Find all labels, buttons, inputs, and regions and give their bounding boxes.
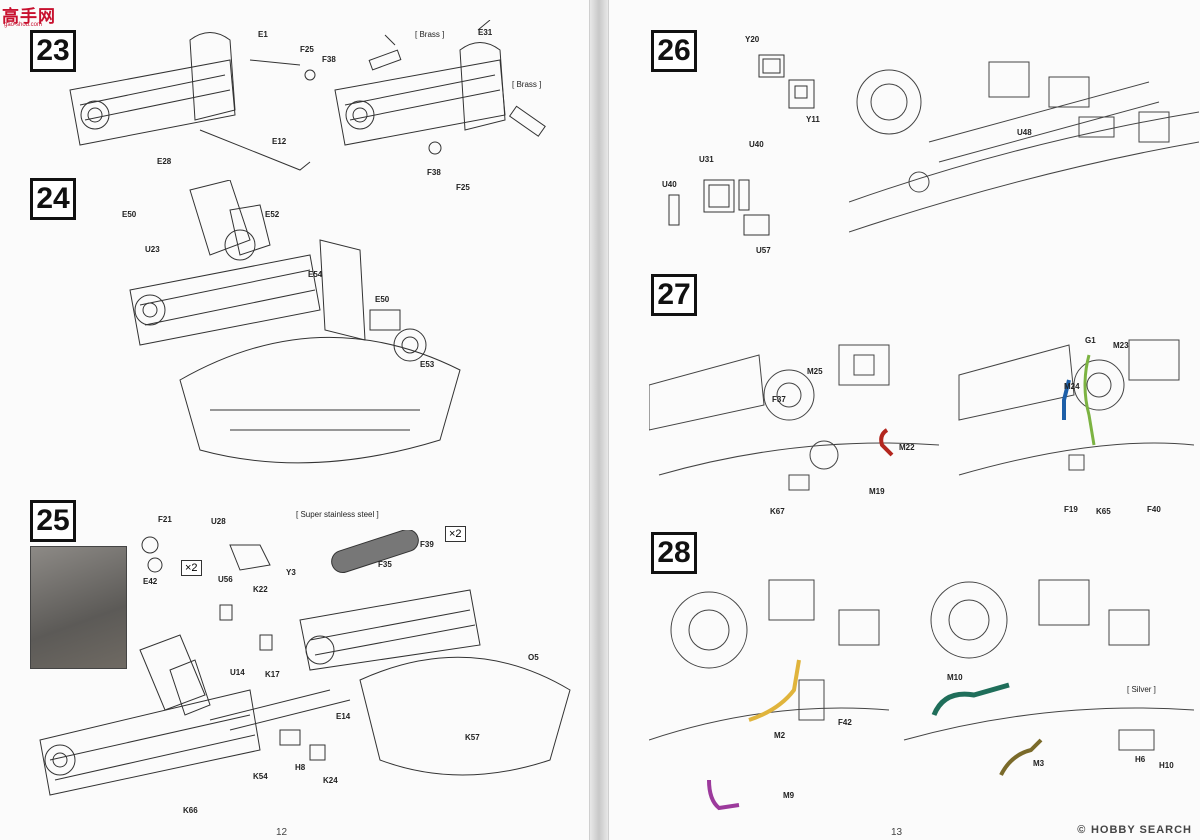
part-label-s27-g1: G1	[1085, 336, 1096, 345]
part-label-s25-f21: F21	[158, 515, 172, 524]
part-label-s25-k54: K54	[253, 772, 268, 781]
part-label-s27-m25: M25	[807, 367, 823, 376]
step-27-drawing	[649, 339, 1194, 491]
part-label-s24-e50a: E50	[122, 210, 137, 219]
part-label-s25-k17: K17	[265, 670, 280, 679]
part-M24-highlight	[1062, 379, 1071, 420]
step-28-number: 28	[651, 532, 697, 574]
part-label-s25-e42: E42	[143, 577, 158, 586]
part-label-s28-m9: M9	[783, 791, 795, 800]
page-right: 26 Y20 Y11 U48 U31 U40 U40 U57 27	[608, 0, 1200, 840]
part-label-s25-f39: F39	[420, 540, 434, 549]
part-label-s25-k22: K22	[253, 585, 268, 594]
part-label-s23-brass1: [ Brass ]	[415, 30, 445, 39]
part-label-s28-m2: M2	[774, 731, 786, 740]
part-label-s25-x2b: ×2	[181, 560, 202, 576]
part-label-s26-u57: U57	[756, 246, 771, 255]
part-M9-highlight	[707, 779, 740, 811]
part-label-s27-m19: M19	[869, 487, 885, 496]
part-label-s25-k57: K57	[465, 733, 480, 742]
part-label-s26-u48: U48	[1017, 128, 1032, 137]
part-M23-highlight	[1083, 354, 1096, 446]
page-left: 高手网 gao-shou.com 23 E1 F25 F38 [ Brass ]…	[0, 0, 590, 840]
part-label-s28-h6: H6	[1135, 755, 1146, 764]
part-label-s23-e31: E31	[478, 28, 493, 37]
step-24-number: 24	[30, 178, 76, 220]
step-26-drawing	[849, 61, 1199, 233]
part-label-s25-e14: E14	[336, 712, 351, 721]
part-label-s28-f42: F42	[838, 718, 852, 727]
part-label-s27-m22: M22	[899, 443, 915, 452]
step-23-drawing	[69, 20, 546, 171]
part-label-s25-k24: K24	[323, 776, 338, 785]
part-M3-highlight	[999, 738, 1043, 776]
page-number-left: 12	[276, 827, 288, 838]
part-label-s27-f37: F37	[772, 395, 786, 404]
step-25-number: 25	[30, 500, 76, 542]
part-label-s23-e12: E12	[272, 137, 287, 146]
part-label-s25-sss: [ Super stainless steel ]	[296, 510, 379, 519]
step-26-number: 26	[651, 30, 697, 72]
part-label-s26-u40a: U40	[749, 140, 764, 149]
part-label-s24-e54: E54	[308, 270, 323, 279]
part-label-s26-u31: U31	[699, 155, 714, 164]
part-label-s26-u40b: U40	[662, 180, 677, 189]
part-label-s23-f38b: F38	[427, 168, 441, 177]
part-label-s23-f38a: F38	[322, 55, 336, 64]
book-spine	[590, 0, 608, 840]
part-label-s24-e53: E53	[420, 360, 435, 369]
part-label-s27-k65: K65	[1096, 507, 1111, 516]
step-28-drawing	[649, 579, 1194, 811]
site-logo: 高手网 gao-shou.com	[2, 7, 56, 28]
part-label-s27-f40: F40	[1147, 505, 1161, 514]
part-label-s27-m23: M23	[1113, 341, 1129, 350]
part-label-s23-f25b: F25	[456, 183, 470, 192]
part-label-s25-k66: K66	[183, 806, 198, 815]
part-label-s25-o5: O5	[528, 653, 539, 662]
step-23-number: 23	[30, 30, 76, 72]
part-label-s26-y11: Y11	[806, 115, 820, 124]
step-25-drawing	[39, 530, 571, 796]
part-label-s23-e28: E28	[157, 157, 172, 166]
part-label-s25-u28: U28	[211, 517, 226, 526]
step-24-drawing	[129, 180, 461, 464]
step-26-parts	[668, 54, 815, 236]
part-label-s28-m10: M10	[947, 673, 963, 682]
part-label-s27-m24: M24	[1064, 382, 1080, 391]
part-label-s28-m3: M3	[1033, 759, 1045, 768]
part-label-s26-y20: Y20	[745, 35, 760, 44]
part-label-s25-u56: U56	[218, 575, 233, 584]
part-label-s27-f19: F19	[1064, 505, 1078, 514]
part-label-s25-h8: H8	[295, 763, 306, 772]
part-M2-highlight	[748, 659, 801, 722]
part-label-s28-silver: [ Silver ]	[1127, 685, 1156, 694]
step-27-number: 27	[651, 274, 697, 316]
part-M22-highlight	[879, 428, 894, 457]
part-label-s23-brass2: [ Brass ]	[512, 80, 542, 89]
part-label-s25-y3: Y3	[286, 568, 296, 577]
part-label-s25-u14: U14	[230, 668, 245, 677]
part-label-s25-x2a: ×2	[445, 526, 466, 542]
part-label-s23-e1: E1	[258, 30, 268, 39]
part-label-s24-e50b: E50	[375, 295, 390, 304]
part-label-s24-e52: E52	[265, 210, 280, 219]
part-label-s25-f35: F35	[378, 560, 392, 569]
reference-photo	[30, 546, 127, 669]
part-label-s27-k67: K67	[770, 507, 785, 516]
part-label-s24-u23: U23	[145, 245, 160, 254]
part-label-s28-h10: H10	[1159, 761, 1174, 770]
hobby-search-watermark: © HOBBY SEARCH	[1077, 824, 1192, 836]
page-number-right: 13	[891, 827, 903, 838]
part-M10-highlight	[931, 682, 1010, 717]
part-label-s23-f25a: F25	[300, 45, 314, 54]
